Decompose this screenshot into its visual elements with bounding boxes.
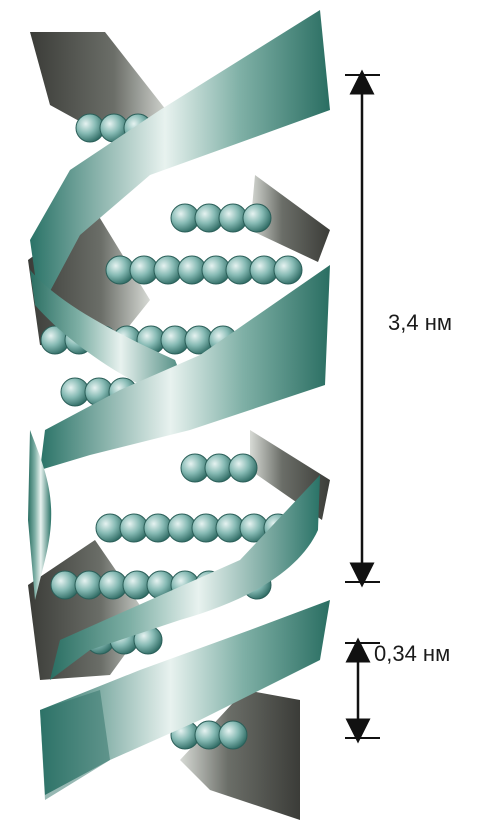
pitch-label: 3,4 нм [388,310,452,335]
nucleotide-bead [274,256,302,284]
pitch-dimension: 3,4 нм [345,75,452,582]
nucleotide-bead [243,204,271,232]
spacing-dimension: 0,34 нм [345,641,450,738]
nucleotide-bead [229,454,257,482]
nucleotide-bead [219,721,247,749]
spacing-label: 0,34 нм [374,641,450,666]
